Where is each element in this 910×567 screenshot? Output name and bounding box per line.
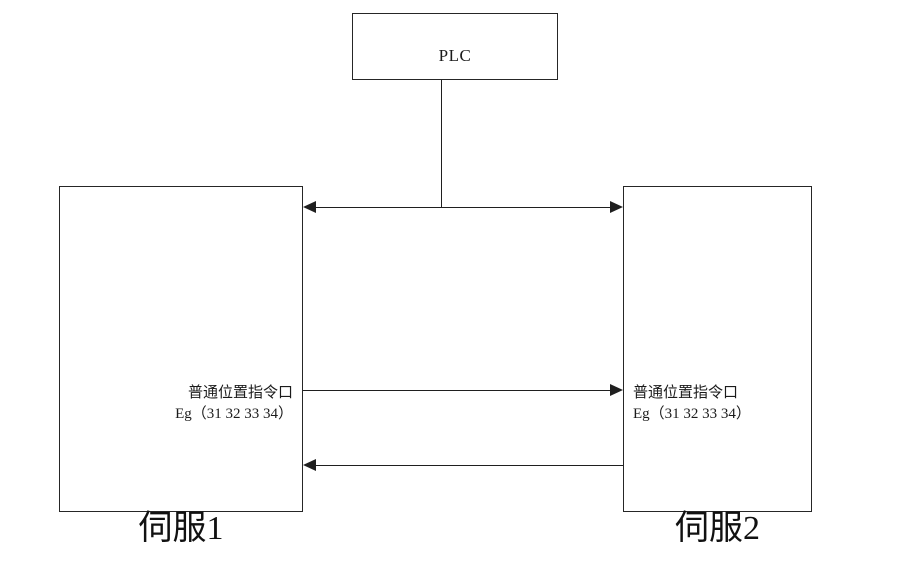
servo2-port-position-command-name: 普通位置指令口	[633, 385, 739, 401]
bus-position-command-line	[316, 207, 610, 208]
servo2-port-position-command-eg: Eg（31 32 33 34）	[633, 406, 751, 422]
servo2-title: 伺服2	[675, 510, 760, 547]
plc-box: PLC	[352, 13, 558, 80]
servo1-port-position-command: 普通位置指令口 Eg（31 32 33 34）	[175, 383, 293, 425]
plc-connector-line	[441, 80, 442, 207]
servo1-port-position-command-name: 普通位置指令口	[187, 385, 293, 401]
arrow-right-icon	[610, 201, 623, 213]
servo1-box: 普通位置指令口 Eg（31 32 33 34） 伺服1 脉冲输出口 Eg（37 …	[59, 186, 303, 546]
servo1-title: 伺服1	[138, 510, 224, 547]
plc-label: PLC	[438, 46, 472, 65]
arrow-left-icon	[303, 459, 316, 471]
servo2-port-position-command: 普通位置指令口 Eg（31 32 33 34）	[633, 383, 751, 425]
bus-servo2-to-servo1-line	[316, 465, 623, 466]
servo1-port-position-command-eg: Eg（31 32 33 34）	[175, 406, 293, 422]
bus-servo1-to-servo2-line	[303, 390, 610, 391]
arrow-left-icon	[303, 201, 316, 213]
servo2-box: 普通位置指令口 Eg（31 32 33 34） 伺服2 高速脉冲指令输入口 Eg…	[623, 186, 812, 546]
arrow-right-icon	[610, 384, 623, 396]
